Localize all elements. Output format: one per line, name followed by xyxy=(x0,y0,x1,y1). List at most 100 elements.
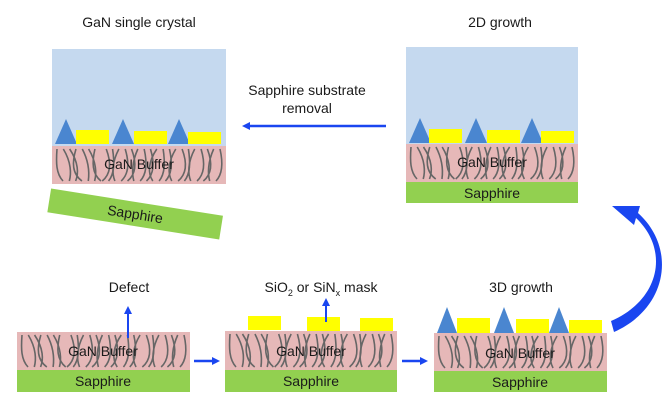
mask-block xyxy=(248,316,281,330)
dislocation-line xyxy=(196,148,205,182)
dislocation-line xyxy=(55,148,64,182)
dislocation-line xyxy=(530,335,539,369)
dislocation-line xyxy=(501,146,511,180)
dislocation-line xyxy=(76,334,85,368)
dislocation-line xyxy=(311,333,319,368)
mask-block xyxy=(569,320,602,333)
sapphire-label: Sapphire xyxy=(464,185,520,201)
dislocation-line xyxy=(235,333,245,368)
dislocation-line xyxy=(110,334,119,368)
curved-arrow-icon xyxy=(611,206,662,332)
dislocation-line xyxy=(473,146,482,180)
dislocation-line xyxy=(168,148,177,182)
dislocation-line xyxy=(132,334,141,368)
gan-buffer-layer xyxy=(17,332,190,370)
dislocation-line xyxy=(129,334,137,368)
removal-label-line1: Sapphire substrate xyxy=(248,82,366,98)
stage-2d-growth: 2D growth GaN Buffer Sapphire xyxy=(406,14,578,203)
dislocation-line xyxy=(152,334,160,368)
dislocation-line xyxy=(245,333,256,368)
dislocation-line xyxy=(215,148,223,182)
dislocation-line xyxy=(527,335,536,369)
dislocation-line xyxy=(454,335,465,369)
dislocation-line xyxy=(85,334,94,368)
dislocation-line xyxy=(207,148,215,182)
mask-block xyxy=(188,132,221,144)
dislocation-line xyxy=(336,333,344,368)
dislocation-line xyxy=(540,146,548,180)
dislocation-line xyxy=(445,146,455,180)
dislocation-line xyxy=(549,335,558,369)
caption-subscript: 2 xyxy=(288,288,293,298)
seed-triangle xyxy=(55,119,77,144)
gan-buffer-label: GaN Buffer xyxy=(68,343,138,359)
dislocation-line xyxy=(284,333,292,368)
dislocation-line xyxy=(498,146,507,180)
seed-triangle xyxy=(409,118,431,143)
gan-crystal-layer xyxy=(406,47,578,144)
dislocation-line xyxy=(339,333,349,368)
mask-block xyxy=(360,318,393,331)
stage-caption-3d-growth: 3D growth xyxy=(489,279,553,295)
dislocation-line xyxy=(493,335,502,369)
dislocation-line xyxy=(141,334,151,368)
dislocation-line xyxy=(92,148,102,182)
dislocation-line xyxy=(588,335,596,369)
dislocation-line xyxy=(33,334,44,368)
dislocation-line xyxy=(52,334,62,368)
dislocation-line xyxy=(57,334,67,368)
dislocation-line xyxy=(148,148,158,182)
stage-3d-growth: 3D growth GaN Buffer Sapphire xyxy=(434,279,607,392)
stage-buffer: Defect GaN Buffer Sapphire xyxy=(17,279,190,392)
dislocation-line xyxy=(112,148,120,182)
dislocation-line xyxy=(164,148,173,182)
dislocation-line xyxy=(62,148,72,182)
dislocation-line xyxy=(126,148,136,182)
dislocation-line xyxy=(484,146,492,180)
dislocation-line xyxy=(317,333,326,368)
sapphire-layer xyxy=(17,370,190,392)
sapphire-layer xyxy=(406,182,578,203)
dislocation-line xyxy=(513,335,521,369)
dislocation-line xyxy=(465,146,473,180)
dislocation-line xyxy=(546,335,554,369)
gan-buffer-label: GaN Buffer xyxy=(104,156,174,172)
defect-lines xyxy=(409,146,575,180)
dislocation-line xyxy=(171,334,179,368)
dislocation-line xyxy=(520,146,530,180)
stage-single-crystal: GaN single crystal GaN Buffer Sapphire xyxy=(47,14,226,240)
dislocation-line xyxy=(113,334,122,368)
sapphire-label: Sapphire xyxy=(492,374,548,390)
dislocation-line xyxy=(87,148,97,182)
dislocation-line xyxy=(160,334,169,368)
gan-buffer-layer xyxy=(434,333,607,371)
caption-subscript: x xyxy=(336,288,341,298)
dislocation-line xyxy=(145,148,154,182)
dislocation-line xyxy=(386,333,394,368)
dislocation-line xyxy=(274,333,283,368)
dislocation-line xyxy=(567,146,575,180)
dislocation-line xyxy=(260,333,270,368)
mask-block xyxy=(541,131,574,143)
dislocation-line xyxy=(292,333,301,368)
dislocation-line xyxy=(299,333,308,368)
gan-buffer-label: GaN Buffer xyxy=(276,343,346,359)
mask-block xyxy=(429,129,462,143)
dislocation-line xyxy=(202,148,212,182)
caption-part: SiO xyxy=(265,279,288,295)
dislocation-line xyxy=(303,333,311,368)
sapphire-layer xyxy=(434,371,607,392)
dislocation-line xyxy=(577,335,586,369)
defect-lines xyxy=(437,335,604,369)
dislocation-line xyxy=(554,146,564,180)
dislocation-line xyxy=(66,334,76,368)
dislocation-line xyxy=(158,148,166,182)
dislocation-line xyxy=(426,146,437,180)
dislocation-line xyxy=(548,146,557,180)
dislocation-line xyxy=(37,334,48,368)
dislocation-line xyxy=(373,333,383,368)
dislocation-line xyxy=(104,334,112,368)
dislocation-line xyxy=(455,146,464,180)
dislocation-line xyxy=(122,334,130,368)
dislocation-line xyxy=(583,335,593,369)
